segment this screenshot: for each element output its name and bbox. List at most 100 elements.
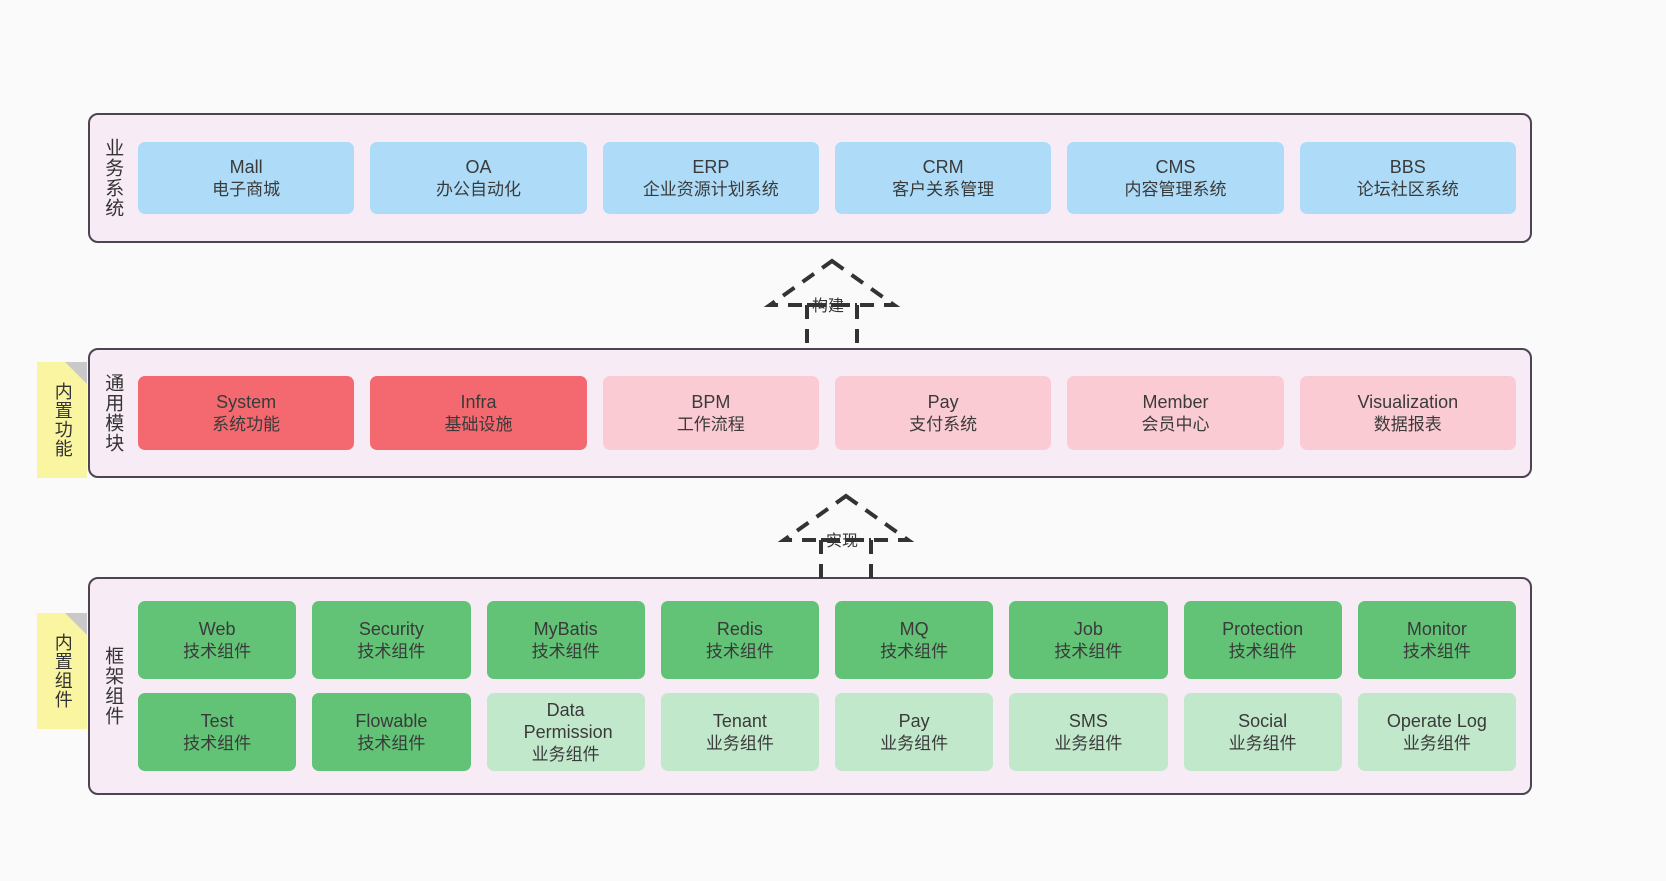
table-row: Web 技术组件 Security 技术组件 MyBatis 技术组件 Redi… <box>138 601 1516 679</box>
generalization-arrow-icon <box>763 258 901 348</box>
node-tenant[interactable]: Tenant 业务组件 <box>660 693 819 771</box>
node-system[interactable]: System 系统功能 <box>138 376 355 450</box>
node-mall[interactable]: Mall 电子商城 <box>138 142 355 214</box>
node-title: Flowable <box>355 710 428 731</box>
node-title: ERP <box>692 156 730 177</box>
node-title: BPM <box>691 391 731 412</box>
node-bpm[interactable]: BPM 工作流程 <box>602 376 819 450</box>
node-operate-log[interactable]: Operate Log 业务组件 <box>1357 693 1516 771</box>
node-subtitle: 系统功能 <box>212 414 281 434</box>
page-fold-icon <box>65 613 87 635</box>
node-title: Member <box>1142 391 1209 412</box>
node-title: BBS <box>1389 156 1426 177</box>
table-row: Test 技术组件 Flowable 技术组件 Data Permission … <box>138 693 1516 771</box>
node-flowable[interactable]: Flowable 技术组件 <box>312 693 471 771</box>
layer-business-systems-label: 业务系统 <box>102 138 124 218</box>
node-subtitle: 客户关系管理 <box>892 179 995 199</box>
node-social[interactable]: Social 业务组件 <box>1183 693 1342 771</box>
page-fold-icon <box>65 362 87 384</box>
node-subtitle: 数据报表 <box>1373 414 1442 434</box>
node-subtitle: 会员中心 <box>1141 414 1210 434</box>
table-row: System 系统功能 Infra 基础设施 BPM 工作流程 Pay 支付系统… <box>138 376 1516 450</box>
node-subtitle: 业务组件 <box>880 733 949 753</box>
node-title: CRM <box>922 156 964 177</box>
node-subtitle: 电子商城 <box>212 179 281 199</box>
node-subtitle: 支付系统 <box>909 414 978 434</box>
table-row: Mall 电子商城 OA 办公自动化 ERP 企业资源计划系统 CRM 客户关系… <box>138 142 1516 214</box>
sticky-note-text: 内置组件 <box>52 633 73 709</box>
node-title: System <box>216 391 277 412</box>
node-subtitle: 技术组件 <box>1402 641 1471 661</box>
node-sms[interactable]: SMS 业务组件 <box>1009 693 1168 771</box>
node-title: Operate Log <box>1386 710 1487 731</box>
node-title: Redis <box>716 618 763 639</box>
node-web[interactable]: Web 技术组件 <box>138 601 297 679</box>
node-subtitle: 技术组件 <box>183 733 252 753</box>
sticky-note-text: 内置功能 <box>52 382 73 458</box>
layer-framework-components-body: Web 技术组件 Security 技术组件 MyBatis 技术组件 Redi… <box>134 579 1530 793</box>
node-data-permission[interactable]: Data Permission 业务组件 <box>486 693 645 771</box>
node-title: CMS <box>1155 156 1196 177</box>
node-title: Mall <box>229 156 263 177</box>
node-subtitle: 工作流程 <box>676 414 745 434</box>
node-test[interactable]: Test 技术组件 <box>138 693 297 771</box>
node-erp[interactable]: ERP 企业资源计划系统 <box>602 142 819 214</box>
node-member[interactable]: Member 会员中心 <box>1067 376 1284 450</box>
node-title: Tenant <box>712 710 767 731</box>
node-title: Protection <box>1222 618 1304 639</box>
node-subtitle: 企业资源计划系统 <box>642 179 779 199</box>
node-crm[interactable]: CRM 客户关系管理 <box>834 142 1052 214</box>
node-title: Monitor <box>1406 618 1467 639</box>
node-visualization[interactable]: Visualization 数据报表 <box>1299 376 1516 450</box>
node-infra[interactable]: Infra 基础设施 <box>370 376 587 450</box>
sticky-note-builtin-components: 内置组件 <box>37 613 87 729</box>
node-redis[interactable]: Redis 技术组件 <box>660 601 819 679</box>
node-subtitle: 论坛社区系统 <box>1356 179 1459 199</box>
node-subtitle: 基础设施 <box>444 414 513 434</box>
node-protection[interactable]: Protection 技术组件 <box>1183 601 1342 679</box>
node-title: Infra <box>460 391 497 412</box>
layer-framework-components-label: 框架组件 <box>102 646 124 726</box>
layer-common-modules-label: 通用模块 <box>102 373 124 453</box>
node-oa[interactable]: OA 办公自动化 <box>370 142 587 214</box>
node-subtitle: 业务组件 <box>1228 733 1297 753</box>
node-job[interactable]: Job 技术组件 <box>1009 601 1168 679</box>
node-security[interactable]: Security 技术组件 <box>312 601 471 679</box>
node-title: MQ <box>899 618 929 639</box>
layer-common-modules-body: System 系统功能 Infra 基础设施 BPM 工作流程 Pay 支付系统… <box>134 350 1530 476</box>
node-subtitle: 技术组件 <box>1054 641 1123 661</box>
node-mq[interactable]: MQ 技术组件 <box>835 601 994 679</box>
layer-common-modules: 通用模块 System 系统功能 Infra 基础设施 BPM 工作流程 Pay… <box>88 348 1532 478</box>
layer-framework-components: 框架组件 Web 技术组件 Security 技术组件 MyBatis 技术组件… <box>88 577 1532 795</box>
node-subtitle: 业务组件 <box>1402 733 1471 753</box>
node-title: Pay <box>927 391 959 412</box>
sticky-note-builtin-features: 内置功能 <box>37 362 87 478</box>
node-subtitle: 技术组件 <box>183 641 252 661</box>
node-subtitle: 技术组件 <box>531 641 600 661</box>
node-title: Data Permission <box>523 699 613 743</box>
node-subtitle: 技术组件 <box>357 733 426 753</box>
node-title: Test <box>200 710 234 731</box>
node-title: Visualization <box>1357 391 1459 412</box>
node-monitor[interactable]: Monitor 技术组件 <box>1357 601 1516 679</box>
node-cms[interactable]: CMS 内容管理系统 <box>1067 142 1284 214</box>
node-subtitle: 技术组件 <box>1228 641 1297 661</box>
node-title: Web <box>198 618 236 639</box>
node-title: Pay <box>898 710 930 731</box>
node-title: Social <box>1238 710 1288 731</box>
node-subtitle: 业务组件 <box>705 733 774 753</box>
node-bbs[interactable]: BBS 论坛社区系统 <box>1299 142 1516 214</box>
generalization-arrow-icon <box>777 493 915 583</box>
node-mybatis[interactable]: MyBatis 技术组件 <box>486 601 645 679</box>
node-title: MyBatis <box>533 618 598 639</box>
layer-business-systems: 业务系统 Mall 电子商城 OA 办公自动化 ERP 企业资源计划系统 CRM… <box>88 113 1532 243</box>
node-subtitle: 业务组件 <box>531 744 600 764</box>
node-subtitle: 业务组件 <box>1054 733 1123 753</box>
node-subtitle: 办公自动化 <box>435 179 521 199</box>
node-pay-component[interactable]: Pay 业务组件 <box>835 693 994 771</box>
node-title: OA <box>465 156 492 177</box>
connector-build <box>752 255 912 348</box>
node-title: Security <box>358 618 424 639</box>
node-pay-module[interactable]: Pay 支付系统 <box>834 376 1052 450</box>
